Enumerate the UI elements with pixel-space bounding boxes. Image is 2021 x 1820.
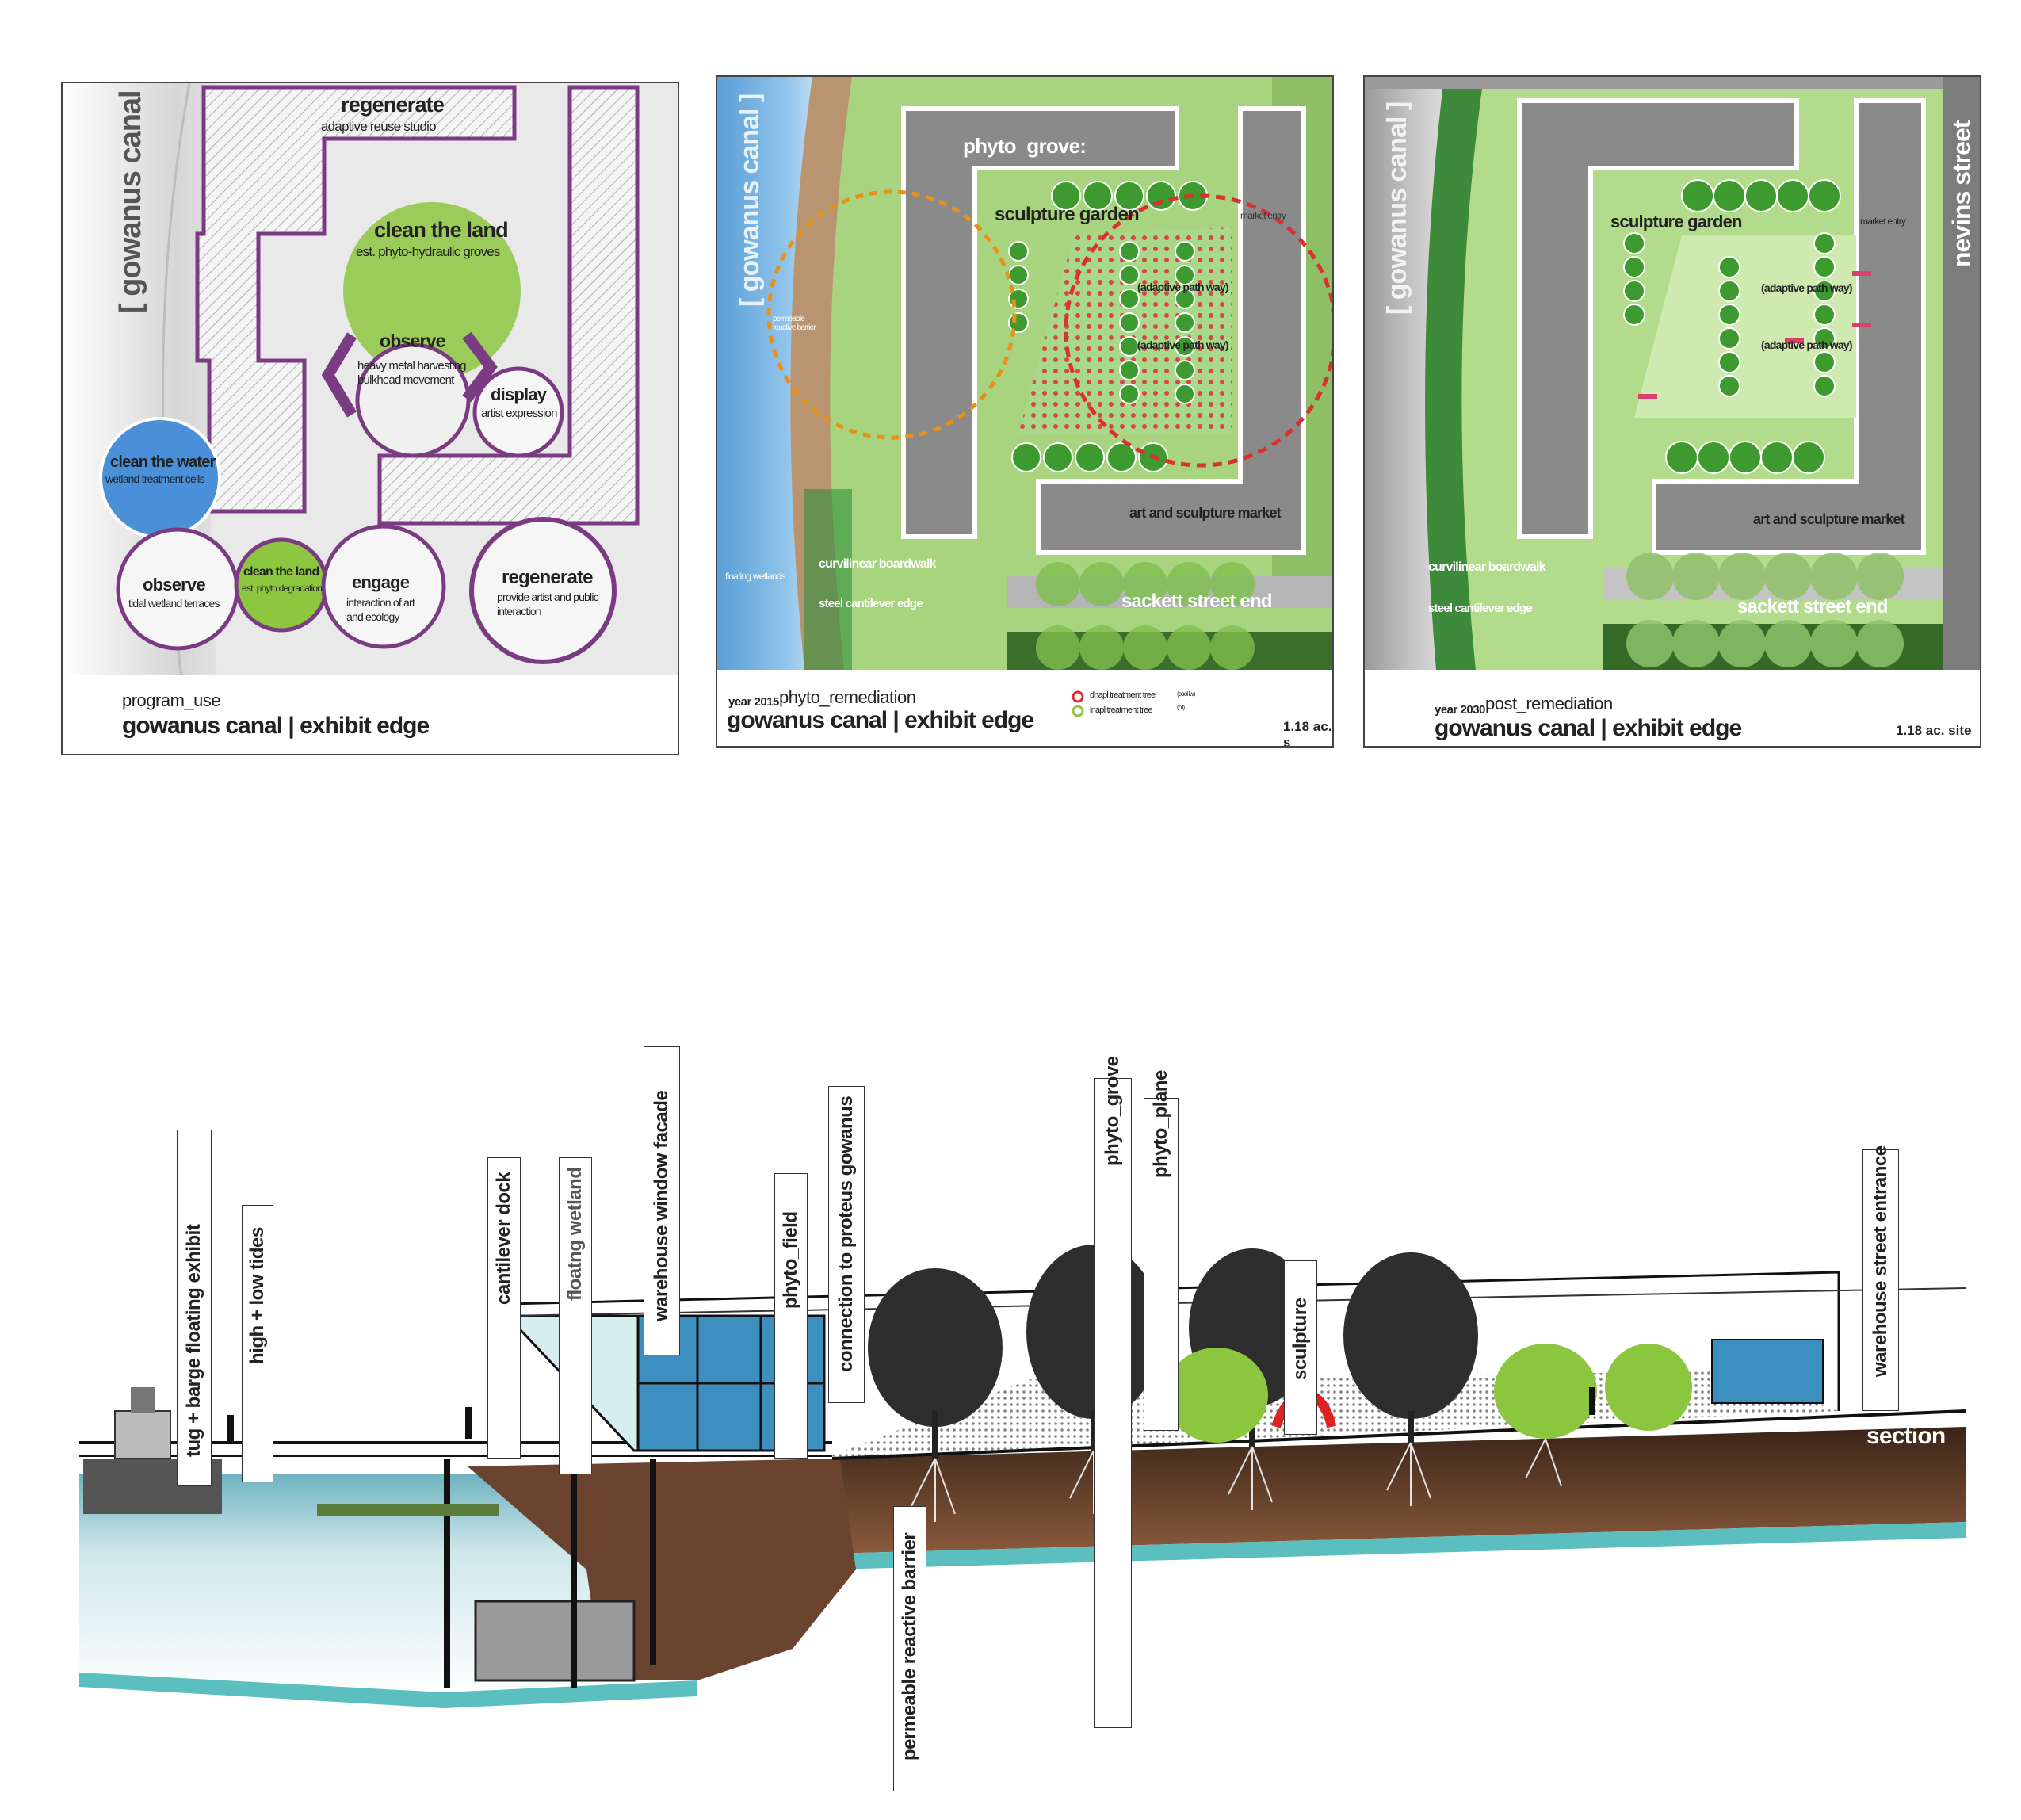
regenerate-low-sub-2: interaction bbox=[497, 605, 542, 618]
clean-land-sub: est. phyto-hydraulic groves bbox=[356, 244, 500, 259]
dnapl-legend-marker bbox=[1072, 690, 1084, 703]
caption-main: gowanus canal | exhibit edge bbox=[122, 713, 430, 739]
phyto-plane-trees bbox=[1165, 1344, 1692, 1443]
panel1-caption: program_use gowanus canal | exhibit edge bbox=[63, 675, 678, 754]
caption-sub: program_use bbox=[122, 690, 221, 710]
caption-year: year 2015 bbox=[728, 695, 779, 709]
steel-cantilever-edge-label: steel cantilever edge bbox=[1428, 602, 1533, 615]
adaptive-path-2: (adaptive path way) bbox=[1137, 338, 1229, 351]
permeable-barrier-label: permeable reactive barrier bbox=[773, 315, 816, 332]
lnapl-treatment-radius bbox=[1064, 193, 1332, 468]
display-sub: artist expression bbox=[481, 407, 557, 420]
engage-sub-1: interaction of art bbox=[346, 596, 415, 609]
observe-title: observe bbox=[380, 331, 445, 351]
area-label: 1.18 ac. site bbox=[1896, 723, 1972, 738]
program-use-panel: [ gowanus canal ] regenerate adaptive re… bbox=[61, 82, 679, 755]
nevins-street-label: nevins street bbox=[1947, 120, 1976, 267]
legend-lnapl: lnapl treatment tree bbox=[1090, 705, 1153, 715]
dnapl-treatment-radius bbox=[766, 189, 1017, 440]
art-market-label: art and sculpture market bbox=[1753, 511, 1905, 527]
sculpture-garden-label: sculpture garden bbox=[1610, 212, 1742, 231]
phyto-remediation-panel: [ gowanus canal ] phyto_grove: sculpture… bbox=[716, 75, 1334, 748]
tag-high-low-tides: high + low tides bbox=[242, 1205, 273, 1482]
regenerate-title: regenerate bbox=[341, 93, 445, 117]
phyto-grove-label: phyto_grove: bbox=[963, 134, 1087, 158]
lnapl-legend-marker bbox=[1072, 705, 1084, 717]
steel-cantilever-edge-label: steel cantilever edge bbox=[819, 597, 923, 610]
section-illustration bbox=[79, 1245, 1966, 1708]
clean-land-title: clean the land bbox=[374, 218, 509, 242]
observe-sub-1: heavy metal harvesting bbox=[357, 359, 466, 373]
engage-title: engage bbox=[352, 572, 410, 592]
adaptive-path-1: (adaptive path way) bbox=[1137, 281, 1229, 293]
art-market-label: art and sculpture market bbox=[1129, 505, 1282, 521]
floating-wetlands-label: floating wetlands bbox=[725, 571, 786, 582]
floating-wetland bbox=[317, 1504, 499, 1516]
canal-label: [ gowanus canal ] bbox=[1382, 101, 1412, 315]
regenerate-low-title: regenerate bbox=[502, 567, 594, 588]
observe-circle bbox=[355, 342, 471, 458]
canal-label: [ gowanus canal ] bbox=[735, 94, 765, 307]
market-entry-label: market entry bbox=[1860, 216, 1906, 227]
legend-lnapl-note: (oil) bbox=[1177, 704, 1185, 711]
display-circle bbox=[472, 366, 564, 458]
tag-warehouse-entrance: warehouse street entrance bbox=[1862, 1145, 1899, 1411]
post-remediation-panel: [ gowanus canal ] nevins street sculptur… bbox=[1363, 75, 1981, 748]
section-drawing: section tug + barge floating exhibit hig… bbox=[0, 1015, 2021, 1820]
sackett-street-end-label: sackett street end bbox=[1121, 591, 1273, 612]
clean-land-small-title: clean the land bbox=[243, 565, 319, 579]
tag-connection-proteus: connection to proteus gowanus bbox=[828, 1086, 865, 1403]
adaptive-path-1: (adaptive path way) bbox=[1761, 281, 1853, 294]
clean-water-sub: wetland treatment cells bbox=[105, 472, 205, 485]
tag-phyto-field: phyto_field bbox=[774, 1173, 808, 1459]
caption-sub: phyto_remediation bbox=[779, 687, 916, 707]
phyto-remediation-plan bbox=[717, 77, 1332, 746]
curvilinear-boardwalk-label: curvilinear boardwalk bbox=[819, 557, 937, 571]
program-use-plan bbox=[63, 83, 678, 679]
tag-cantilever-dock: cantilever dock bbox=[487, 1157, 521, 1459]
observe-low-title: observe bbox=[143, 575, 206, 595]
post-remediation-plan bbox=[1365, 77, 1980, 746]
regenerate-low-sub-1: provide artist and public bbox=[497, 591, 599, 603]
observe-sub-2: bulkhead movement bbox=[357, 373, 454, 387]
sackett-street-end-label: sackett street end bbox=[1737, 596, 1889, 618]
caption-sub: post_remediation bbox=[1485, 694, 1613, 713]
tag-tug-barge: tug + barge floating exhibit bbox=[177, 1130, 212, 1486]
adaptive-path-2: (adaptive path way) bbox=[1761, 338, 1853, 351]
display-title: display bbox=[491, 384, 547, 404]
section-title: section bbox=[1866, 1423, 1946, 1449]
regenerate-low-circle bbox=[469, 517, 617, 664]
tag-permeable-barrier: permeable reactive barrier bbox=[893, 1506, 926, 1791]
clean-the-land-circle bbox=[343, 202, 521, 380]
tag-phyto-grove: phyto_grove bbox=[1094, 1056, 1132, 1728]
sculpture-garden-label: sculpture garden bbox=[995, 204, 1140, 225]
curvilinear-boardwalk-label: curvilinear boardwalk bbox=[1428, 560, 1546, 574]
clean-water-title: clean the water bbox=[110, 453, 216, 471]
tag-phyto-plane: phyto_plane bbox=[1144, 1070, 1179, 1431]
observe-low-sub: tidal wetland terraces bbox=[128, 597, 220, 610]
caption-year: year 2030 bbox=[1435, 703, 1485, 717]
regenerate-sub: adaptive reuse studio bbox=[321, 119, 437, 134]
clean-land-small-sub: est. phyto degradation bbox=[242, 583, 323, 594]
engage-sub-2: and ecology bbox=[346, 610, 399, 623]
caption-main: gowanus canal | exhibit edge bbox=[1435, 715, 1742, 741]
canal-label: [ gowanus canal ] bbox=[114, 82, 147, 313]
engage-circle bbox=[321, 524, 446, 649]
tag-floating-wetland: floatng wetland bbox=[559, 1157, 592, 1474]
legend-dnapl: dnapl treatment tree bbox=[1090, 690, 1156, 700]
caption-main: gowanus canal | exhibit edge bbox=[727, 707, 1034, 733]
legend-dnapl-note: (cool lw) bbox=[1177, 690, 1195, 698]
area-label: 1.18 ac. s bbox=[1283, 719, 1332, 748]
market-entry-label: market entry bbox=[1240, 210, 1286, 221]
tag-sculpture: sculpture bbox=[1284, 1260, 1317, 1435]
tag-warehouse-facade: warehouse window facade bbox=[644, 1046, 680, 1355]
